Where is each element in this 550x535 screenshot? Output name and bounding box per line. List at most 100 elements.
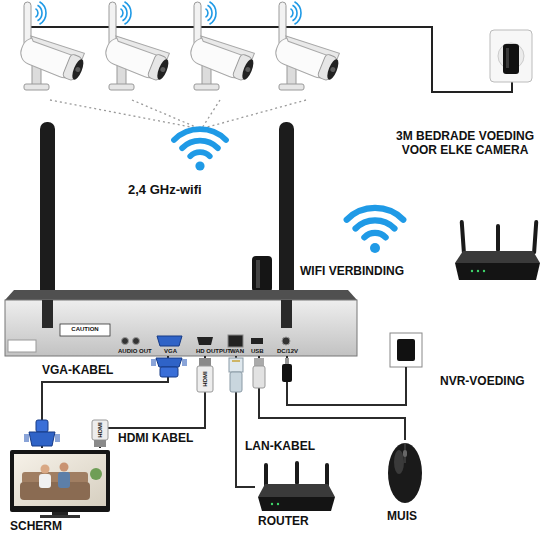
screen-couch bbox=[20, 482, 90, 500]
router-led bbox=[271, 503, 273, 505]
dc-plug-tip bbox=[285, 358, 289, 364]
monitor-base bbox=[40, 515, 80, 518]
wifi-link bbox=[50, 100, 196, 128]
nvr-antenna bbox=[279, 122, 294, 304]
vga-plug bbox=[36, 420, 48, 432]
router-antenna bbox=[460, 220, 466, 254]
nvr-panel bbox=[5, 300, 357, 356]
cable-label: VGA-KABEL bbox=[42, 364, 113, 378]
node-label: NVR-VOEDING bbox=[440, 375, 540, 389]
screen-plant bbox=[90, 468, 102, 480]
port-label: AUDIO OUT bbox=[118, 348, 152, 355]
monitor-screen bbox=[14, 454, 106, 506]
power-plug bbox=[503, 44, 519, 74]
vga-screw bbox=[55, 434, 60, 442]
vga-plug bbox=[29, 432, 55, 446]
cable bbox=[259, 356, 405, 440]
antenna-hinge bbox=[42, 300, 53, 328]
screen-person bbox=[39, 474, 51, 488]
router-led bbox=[471, 270, 473, 272]
plug-label: HDMI bbox=[97, 422, 104, 437]
router-front bbox=[258, 497, 335, 511]
cable bbox=[100, 356, 205, 448]
camera bbox=[272, 2, 343, 90]
vga-screw bbox=[151, 359, 156, 366]
lan-port bbox=[228, 335, 243, 347]
camera bbox=[17, 2, 88, 90]
router: ROUTER bbox=[255, 462, 335, 512]
mouse-highlight bbox=[394, 450, 404, 474]
antenna-hinge bbox=[281, 300, 292, 328]
router-led bbox=[277, 503, 279, 505]
power-wire bbox=[28, 27, 512, 92]
screen-person bbox=[60, 463, 69, 472]
port-label: DC/12V bbox=[277, 348, 298, 355]
router-antenna bbox=[295, 461, 299, 485]
mouse-wheel bbox=[403, 450, 407, 457]
nvr-recorder: CAUTIONAUDIO OUTVGAHD OUTPUTWANUSBDC/12V bbox=[5, 290, 357, 356]
node-label: ROUTER bbox=[258, 515, 338, 529]
wifi-link bbox=[132, 100, 198, 128]
serial-sticker bbox=[8, 340, 36, 352]
screen-person bbox=[58, 472, 70, 488]
mouse: MUIS bbox=[385, 440, 425, 505]
cable bbox=[287, 356, 406, 405]
cable-label: HDMI KABEL bbox=[118, 432, 193, 446]
nvr-antenna bbox=[40, 122, 55, 304]
plug-highlight bbox=[506, 48, 509, 68]
caution-sticker bbox=[60, 324, 110, 336]
hdmi-plug-head bbox=[94, 440, 106, 447]
camera-power-adapter: 3M BEDRADE VOEDING VOOR ELKE CAMERA bbox=[490, 28, 534, 84]
router-top bbox=[258, 484, 335, 497]
mouse-body bbox=[388, 443, 422, 503]
wifi-dongle bbox=[252, 256, 272, 292]
wifi-icon bbox=[174, 129, 226, 170]
camera bbox=[187, 2, 258, 90]
usb-plug bbox=[253, 366, 265, 388]
vga-screw bbox=[182, 359, 187, 366]
wifi-router: WIFI VERBINDING bbox=[455, 218, 542, 282]
port-label: WAN bbox=[230, 348, 244, 355]
router-led bbox=[477, 270, 479, 272]
usb-port bbox=[251, 338, 263, 344]
lan-plug bbox=[229, 358, 243, 372]
router-antenna bbox=[496, 224, 500, 252]
audio-port bbox=[122, 338, 129, 345]
wifi-icon bbox=[347, 208, 404, 253]
monitor: SCHERM bbox=[8, 448, 112, 518]
dc-port bbox=[282, 337, 290, 345]
port-label: HD OUTPUT bbox=[196, 348, 231, 355]
wall-outlet bbox=[490, 30, 532, 82]
node-label: 3M BEDRADE VOEDING VOOR ELKE CAMERA bbox=[385, 130, 545, 158]
node-label: SCHERM bbox=[10, 520, 100, 534]
dc-plug bbox=[282, 364, 292, 382]
dongle-highlight bbox=[256, 260, 260, 288]
router-antenna bbox=[532, 220, 538, 254]
port-label: CAUTION bbox=[60, 326, 110, 333]
nvr-power-adapter bbox=[397, 339, 415, 361]
hdmi-port bbox=[197, 337, 213, 345]
camera bbox=[102, 2, 173, 90]
monitor-frame bbox=[10, 450, 110, 512]
adapter-frame bbox=[390, 333, 422, 367]
hdmi-plug bbox=[92, 420, 108, 440]
usb-plug-head bbox=[254, 358, 264, 366]
router-top bbox=[455, 251, 540, 263]
vga-port bbox=[157, 336, 182, 346]
router-front bbox=[455, 263, 540, 280]
lan-contacts bbox=[232, 360, 240, 362]
port-label: USB bbox=[251, 348, 264, 355]
router-led bbox=[483, 270, 485, 272]
nvr-adapter: NVR-VOEDING bbox=[390, 333, 422, 367]
plug-label: HDMI bbox=[202, 371, 209, 386]
screen-person bbox=[41, 465, 50, 474]
audio-port bbox=[133, 338, 140, 345]
lan-plug-boot bbox=[230, 372, 242, 392]
wifi-band-label: 2,4 GHz-wifi bbox=[128, 183, 202, 198]
node-label: MUIS bbox=[387, 510, 447, 524]
vga-plug bbox=[156, 358, 182, 367]
